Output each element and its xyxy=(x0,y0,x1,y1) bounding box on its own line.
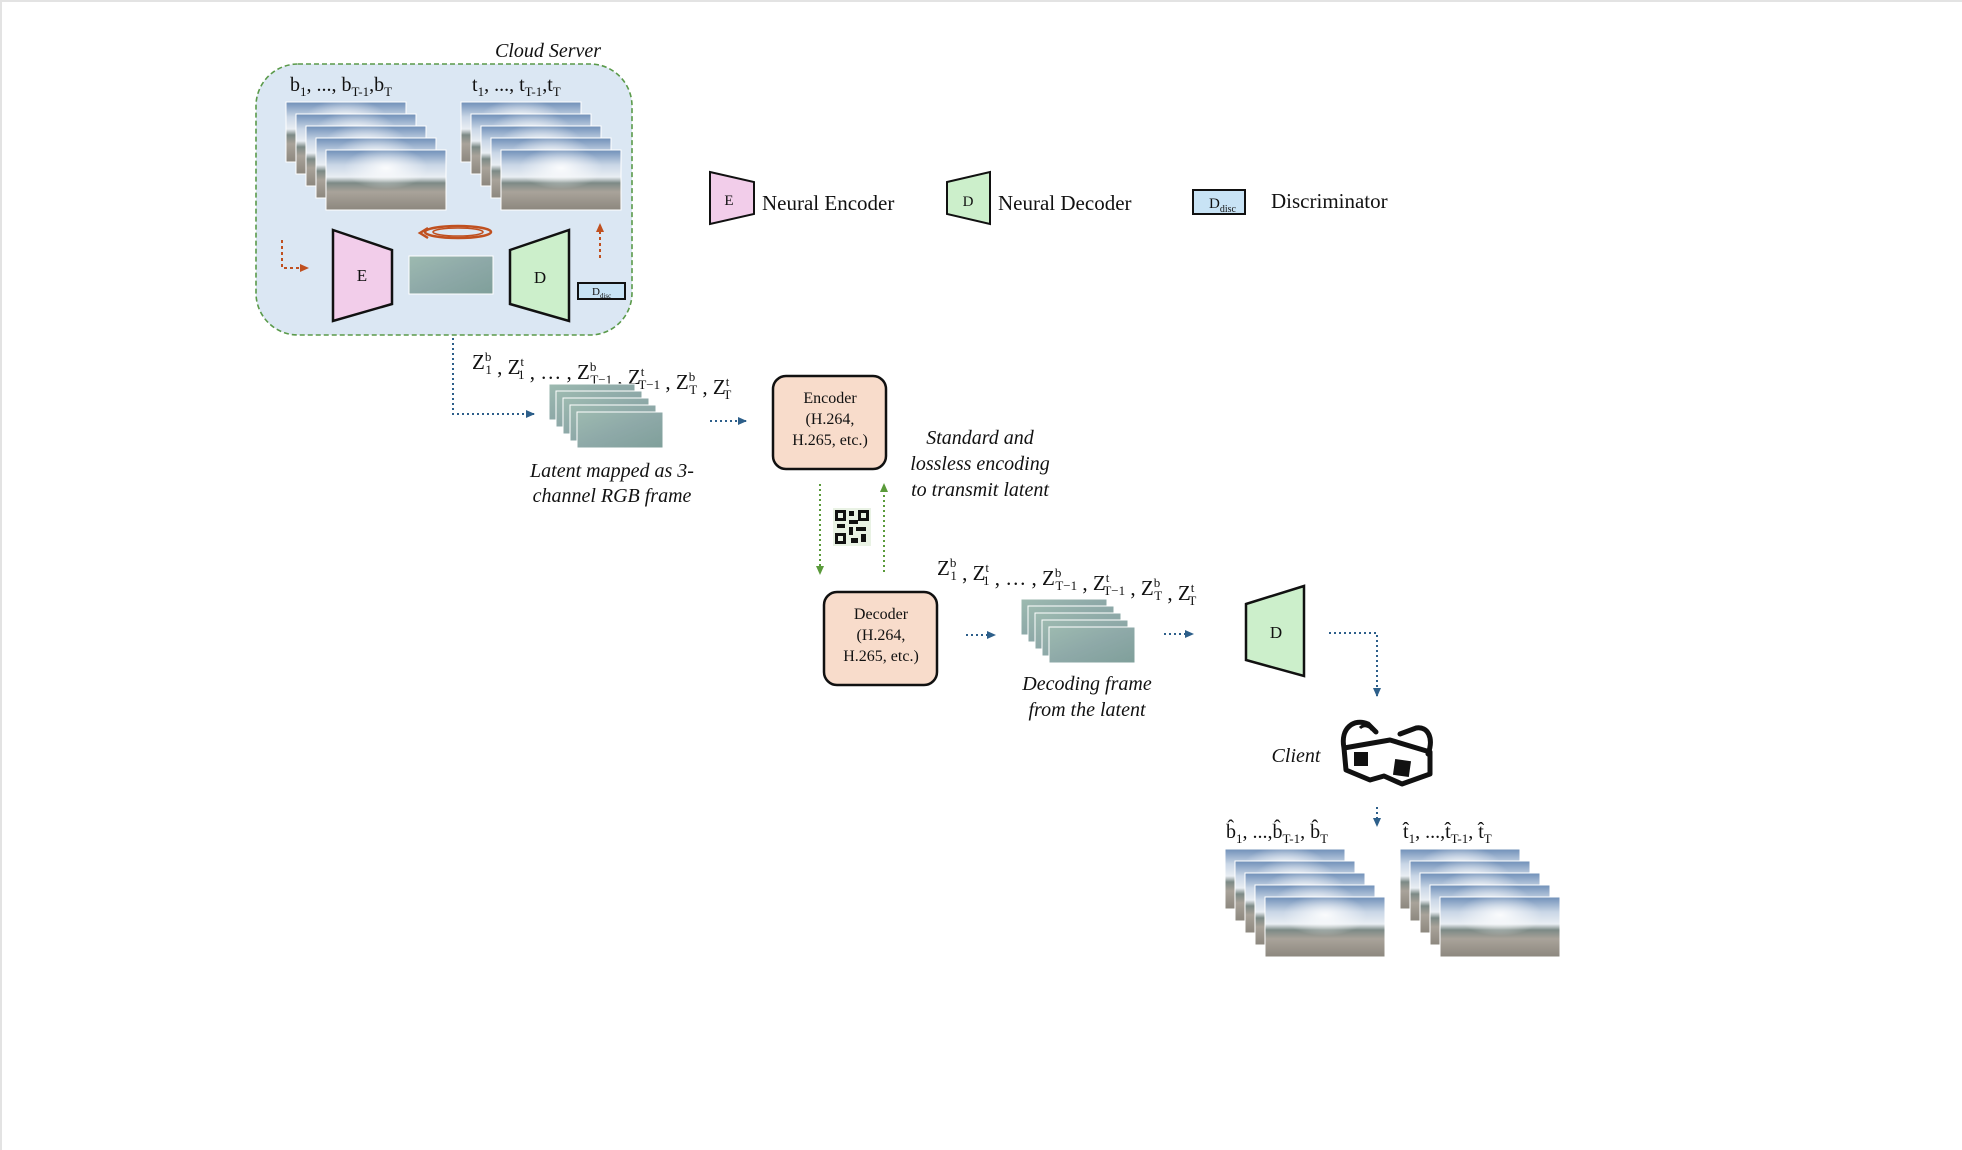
decode-caption-line1: Decoding frame xyxy=(1021,673,1152,695)
latent-frame-stack-upper xyxy=(548,383,664,449)
decoder-to-client-arrow xyxy=(1329,632,1381,697)
legend-discriminator-symbol: Ddisc xyxy=(1209,196,1237,215)
legend-discriminator-label: Discriminator xyxy=(1271,189,1388,213)
latent-caption-line2: channel RGB frame xyxy=(533,485,692,507)
decode-caption-line2: from the latent xyxy=(1028,699,1145,721)
cloud-server-title: Cloud Server xyxy=(495,40,601,62)
training-loop-icon xyxy=(417,224,493,240)
legend-encoder-icon xyxy=(709,170,755,226)
legend-decoder-letter: D xyxy=(963,194,974,210)
standard-decoder-line2: (H.264, xyxy=(857,627,906,644)
standard-caption-line2: lossless encoding xyxy=(910,453,1049,475)
t-hat-sequence-label: t̂1, ...,t̂T-1, t̂T xyxy=(1402,821,1492,846)
cloud-discriminator-box xyxy=(577,282,626,300)
standard-caption-line3: to transmit latent xyxy=(911,479,1049,501)
client-decoder-shape xyxy=(1244,584,1306,678)
standard-decoder-line1: Decoder xyxy=(854,606,909,623)
t-sequence-label: t1, ..., tT-1,tT xyxy=(472,74,561,99)
standard-decoder-line3: H.265, etc.) xyxy=(843,648,919,665)
client-decoder-letter: D xyxy=(1270,623,1282,642)
b-hat-sequence-label: b̂1, ...,b̂T-1, b̂T xyxy=(1226,818,1328,846)
legend-encoder-letter: E xyxy=(724,193,733,209)
cloud-b-frame-stack xyxy=(285,101,447,211)
latent-caption-line1: Latent mapped as 3- xyxy=(529,460,694,482)
legend-discriminator-icon xyxy=(1192,189,1246,215)
b-sequence-label: b1, ..., bT-1,bT xyxy=(290,74,392,99)
cloud-encoder-shape xyxy=(331,228,394,323)
client-t-hat-frame-stack xyxy=(1399,848,1561,958)
cloud-server-group: Cloud Server b1, ..., bT-1,bT t1, ..., t… xyxy=(255,40,633,336)
legend-decoder-label: Neural Decoder xyxy=(998,191,1132,215)
cloud-encoder-letter: E xyxy=(357,266,367,285)
standard-encoder-line3: H.265, etc.) xyxy=(792,432,868,449)
cloud-to-latent-arrow xyxy=(452,338,535,418)
cloud-latent-image xyxy=(408,255,494,295)
legend: E Neural Encoder D Neural Decoder Ddisc … xyxy=(709,170,1388,226)
legend-encoder-label: Neural Encoder xyxy=(762,191,894,215)
cloud-discriminator-label: Ddisc xyxy=(592,286,611,300)
standard-decoder-box xyxy=(822,590,939,687)
cloud-t-frame-stack xyxy=(460,101,622,211)
cloud-decoder-letter: D xyxy=(534,268,546,287)
latent-frame-stack-lower xyxy=(1020,598,1136,664)
standard-encoder-line1: Encoder xyxy=(803,390,857,407)
qr-code-icon xyxy=(833,508,871,546)
client-label: Client xyxy=(1272,745,1321,767)
client-b-hat-frame-stack xyxy=(1224,848,1386,958)
standard-encoder-box xyxy=(771,374,888,471)
legend-decoder-icon xyxy=(946,170,991,226)
vr-glasses-icon xyxy=(1340,719,1433,787)
cloud-decoder-shape xyxy=(508,228,571,323)
standard-encoder-line2: (H.264, xyxy=(806,411,855,428)
standard-caption-line1: Standard and xyxy=(926,427,1035,449)
